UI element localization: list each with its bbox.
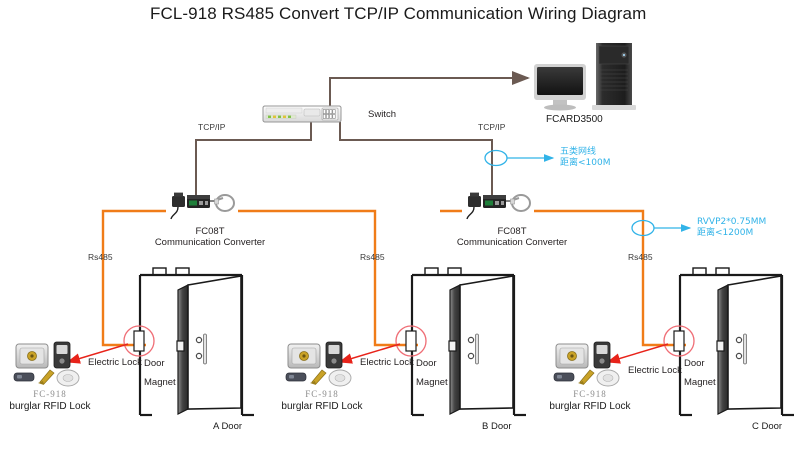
door-b-electric-lock-label: Electric Lock [360, 357, 414, 368]
converter-1-model: FC08T [195, 226, 225, 237]
callout-rvvp [631, 219, 692, 237]
rfid-lock-3-name: burglar RFID Lock [549, 401, 631, 412]
rfid-lock-3-model: FC-918 [573, 389, 607, 399]
rfid-lock-1-model: FC-918 [33, 389, 67, 399]
switch-label: Switch [368, 109, 396, 120]
converter-2-name: Communication Converter [456, 237, 568, 248]
door-a-name: A Door [213, 421, 243, 432]
door-a-graphic [66, 267, 254, 417]
annotation-cat5-line2: 距离<100M [560, 158, 611, 168]
callout-cat5 [484, 149, 555, 167]
door-b-name: B Door [482, 421, 512, 432]
rfid-lock-kit-2 [285, 341, 352, 387]
page-title: FCL-918 RS485 Convert TCP/IP Communicati… [150, 4, 647, 23]
converter-2-model: FC08T [497, 226, 527, 237]
network-switch-graphic [262, 105, 342, 123]
door-c-name: C Door [752, 421, 783, 432]
annotation-rvvp-line1: RVVP2*0.75MM [697, 217, 767, 227]
door-c-magnet-label-line2: Magnet [684, 377, 716, 388]
door-b-magnet-label-line1: Door [416, 358, 437, 369]
rs485-label-3: Rs485 [628, 252, 653, 262]
rs485-label-2: Rs485 [360, 252, 385, 262]
rfid-lock-1-name: burglar RFID Lock [9, 401, 91, 412]
converter-1-graphic [170, 192, 235, 220]
tcpip-label-right: TCP/IP [478, 122, 506, 132]
converter-1-name: Communication Converter [154, 237, 266, 248]
door-a-magnet-label-line2: Magnet [144, 377, 176, 388]
annotation-rvvp-line2: 距离<1200M [697, 228, 754, 238]
converter-2-graphic [466, 192, 531, 220]
rs485-label-1: Rs485 [88, 252, 113, 262]
rfid-lock-2-name: burglar RFID Lock [281, 401, 363, 412]
door-a-electric-lock-label: Electric Lock [88, 357, 142, 368]
door-c-electric-lock-label: Electric Lock [628, 365, 682, 376]
door-b-magnet-label-line2: Magnet [416, 377, 448, 388]
annotation-cat5-line1: 五类网线 [560, 147, 597, 157]
ethernet-cabling [195, 71, 530, 196]
server-workstation-graphic [534, 43, 636, 111]
door-a-magnet-label-line1: Door [144, 358, 165, 369]
rfid-lock-kit-1 [13, 341, 80, 387]
rfid-lock-2-model: FC-918 [305, 389, 339, 399]
door-c-magnet-label-line1: Door [684, 358, 705, 369]
tcpip-label-left: TCP/IP [198, 122, 226, 132]
door-b-graphic [338, 267, 526, 417]
server-label: FCARD3500 [546, 114, 603, 125]
rfid-lock-kit-3 [553, 341, 620, 387]
door-c-graphic [606, 267, 794, 417]
